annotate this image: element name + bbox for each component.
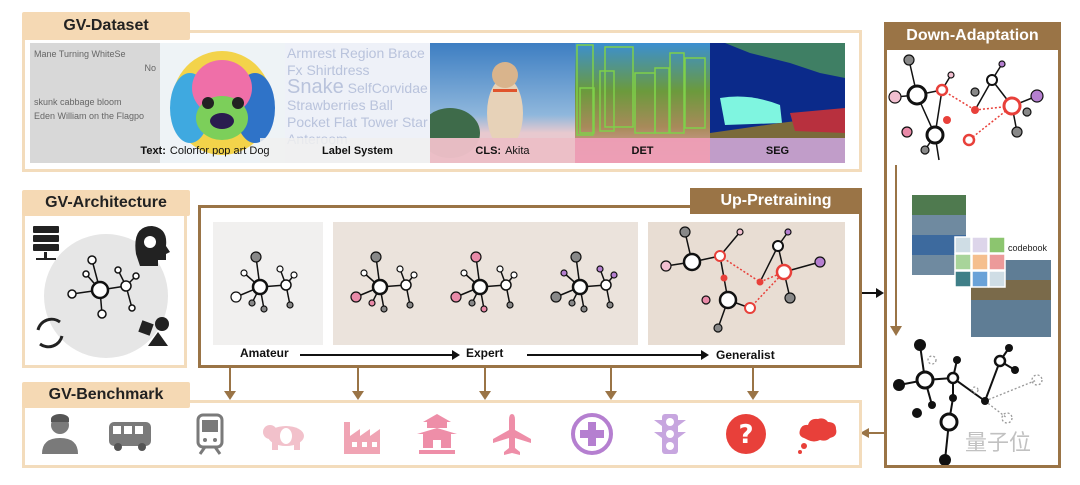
thought-bubble-icon (798, 418, 837, 454)
question-icon: ? (726, 414, 766, 454)
bounding-boxes (576, 44, 706, 136)
network-graph (67, 255, 140, 319)
svg-text:?: ? (738, 420, 753, 450)
word: Armrest (287, 45, 336, 61)
caption-value: Colorfor pop art Dog (169, 144, 270, 157)
factory-icon (344, 422, 380, 454)
down-arrow-1 (224, 368, 236, 400)
dataset-strip: Mane Turning WhiteSe No skunk cabbage bl… (30, 43, 845, 163)
dog-illustration (170, 51, 275, 155)
text-image: Mane Turning WhiteSe No skunk cabbage bl… (30, 43, 160, 163)
amateur-panel (213, 222, 323, 345)
architecture-title: GV-Architecture (22, 190, 190, 216)
down-arrow-2 (352, 368, 364, 400)
word: Corvidae (371, 80, 428, 96)
adaptation-to-benchmark-arrow (864, 432, 884, 434)
bus-icon (109, 422, 151, 451)
cls-caption: CLS:Akita (430, 138, 575, 163)
person-icon (42, 414, 78, 454)
airplane-icon (493, 414, 531, 455)
head-brain-icon (135, 226, 170, 266)
server-icon (33, 226, 59, 260)
word: Ball (369, 97, 393, 113)
stage-generalist: Generalist (716, 348, 775, 362)
word: Pocket (287, 114, 330, 130)
caption-value: Akita (505, 144, 530, 157)
caption-key: Text: (140, 144, 166, 157)
codebook-label: codebook (1008, 243, 1048, 253)
shapes-icon (138, 317, 169, 346)
text-snippet: Mane Turning WhiteSe (34, 49, 126, 59)
word: Self (347, 80, 372, 96)
dataset-title: GV-Dataset (22, 12, 190, 40)
benchmark-title: GV-Benchmark (22, 382, 190, 408)
codebook-grid (954, 236, 1006, 288)
down-arrow (890, 165, 902, 336)
adaptation-diagram (888, 54, 1051, 465)
seg-caption: SEG (765, 144, 790, 157)
caption-key: CLS: (475, 144, 502, 157)
text-caption: Text:Colorfor pop art Dog (120, 138, 290, 163)
word: Shirtdress (306, 62, 370, 78)
pretraining-to-adaptation-arrow (862, 288, 884, 298)
stage-amateur: Amateur (240, 346, 289, 360)
word: Fx (287, 62, 303, 78)
generalist-graph-adapted (888, 54, 1044, 161)
text-snippet: No (144, 63, 156, 73)
text-snippet: Eden William on the Flagpo (34, 111, 145, 121)
traffic-light-icon (654, 414, 686, 454)
progress-arrow-2 (527, 350, 709, 360)
pretraining-title: Up-Pretraining (690, 188, 862, 214)
watermark: 量子位 (965, 430, 1032, 455)
seg-band (710, 138, 845, 163)
generalist-panel (648, 222, 845, 345)
word: Strawberries (287, 97, 366, 113)
det-band (575, 138, 710, 163)
word: Tower (360, 114, 399, 130)
train-icon (196, 413, 224, 455)
cls-band (430, 138, 575, 163)
down-arrow-5 (747, 368, 759, 400)
expert-panel (333, 222, 638, 345)
word: Brace (388, 45, 425, 61)
label-system-caption: Label System (322, 144, 393, 157)
pop-art-dog-image (160, 43, 285, 163)
panda-icon (263, 425, 304, 450)
word: Flat (333, 114, 358, 130)
adaptation-title: Down-Adaptation (884, 22, 1061, 50)
text-snippet: skunk cabbage bloom (34, 97, 122, 107)
progress-arrow-1 (300, 350, 460, 360)
arrowhead-left (860, 428, 869, 438)
pruned-graph (893, 339, 1043, 465)
image-mosaic-1 (912, 195, 966, 275)
down-arrow-4 (605, 368, 617, 400)
down-arrow-3 (479, 368, 491, 400)
word: Star (401, 114, 428, 130)
architecture-diagram (33, 226, 170, 358)
stage-expert: Expert (466, 346, 504, 360)
pagoda-icon (417, 414, 457, 454)
word: Region (339, 45, 385, 61)
medical-cross-icon (571, 413, 613, 455)
cycle-arrows-icon (36, 317, 64, 349)
det-caption: DET (631, 144, 654, 157)
word: Snake (287, 76, 344, 98)
